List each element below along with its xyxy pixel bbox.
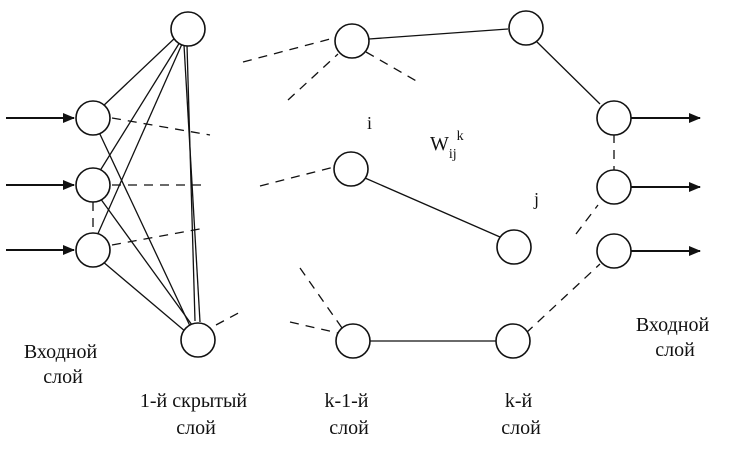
input-arrows <box>6 113 75 255</box>
layer-labels: Входной слой 1-й скрытый слой k-1-й слой… <box>24 314 714 439</box>
dashed-connections <box>92 37 615 334</box>
weight-label: Wijk <box>430 129 464 162</box>
edge-h1-h2-b <box>186 44 196 322</box>
label-layer-k-minus-1-line2: слой <box>329 417 369 439</box>
neuron-input-2 <box>75 167 111 203</box>
dash-k-out3 <box>525 263 601 334</box>
edge-in1-h1 <box>100 36 177 109</box>
neuron-k-j <box>496 229 532 265</box>
dash-top-k1-in-b <box>287 53 339 101</box>
label-hidden-layer-1: 1-й скрытый слой <box>140 390 252 439</box>
dash-i-in <box>259 166 335 187</box>
neuron-k1-bottom <box>335 323 371 359</box>
edge-in2-h2 <box>99 197 193 326</box>
dash-h2-out <box>215 309 245 326</box>
dash-top-k1-out <box>365 51 419 83</box>
neuron-j-label: j <box>533 189 539 209</box>
dash-bottom-in-a <box>289 321 339 334</box>
label-input-layer-line2: слой <box>43 366 83 388</box>
label-output-layer: Входной слой <box>636 314 714 361</box>
edge-in3-h2 <box>101 260 187 333</box>
solid-connections <box>95 28 601 342</box>
edge-in3-h1 <box>95 43 183 239</box>
label-output-layer-line1: Входной <box>636 314 710 336</box>
edge-in2-h1 <box>97 41 181 175</box>
label-layer-k: k-й слой <box>501 390 541 439</box>
dash-j-mid <box>575 204 599 235</box>
neuron-hidden1-top <box>170 11 206 47</box>
neuron-k-top <box>508 10 544 46</box>
label-layer-k-line1: k-й <box>505 390 533 412</box>
neuron-input-3 <box>75 232 111 268</box>
label-layer-k-minus-1: k-1-й слой <box>324 390 373 439</box>
edge-h1-h2 <box>183 44 201 323</box>
dash-top-k1-in-a <box>242 37 335 63</box>
label-hidden-layer-1-line2: слой <box>176 417 216 439</box>
edge-in1-h2 <box>97 129 191 327</box>
weight-sub: ij <box>449 147 457 162</box>
neuron-output-3 <box>596 233 632 269</box>
neuron-k1-top <box>334 23 370 59</box>
label-hidden-layer-1-line1: 1-й скрытый <box>140 390 248 412</box>
edge-i-j <box>364 177 501 238</box>
weight-base: W <box>430 133 449 155</box>
neuron-k1-i <box>333 151 369 187</box>
weight-sup: k <box>457 129 464 144</box>
label-output-layer-line2: слой <box>655 339 695 361</box>
label-input-layer-line1: Входной <box>24 341 98 363</box>
label-layer-k-line2: слой <box>501 417 541 439</box>
neurons <box>75 10 632 359</box>
symbols: i j Wijk <box>367 113 539 209</box>
dash-in1-out <box>111 117 211 136</box>
output-arrows <box>630 113 701 256</box>
neuron-k-bottom <box>495 323 531 359</box>
neuron-input-1 <box>75 100 111 136</box>
neuron-i-label: i <box>367 113 372 133</box>
edge-top-k1-k <box>368 28 509 40</box>
dash-bottom-in-b <box>299 267 343 329</box>
dash-in3-out <box>111 227 206 246</box>
neuron-output-2 <box>596 169 632 205</box>
edge-k-out1 <box>535 40 601 105</box>
label-input-layer: Входной слой <box>24 341 102 388</box>
neuron-hidden1-bottom <box>180 322 216 358</box>
neuron-output-1 <box>596 100 632 136</box>
label-layer-k-minus-1-line1: k-1-й <box>324 390 368 412</box>
